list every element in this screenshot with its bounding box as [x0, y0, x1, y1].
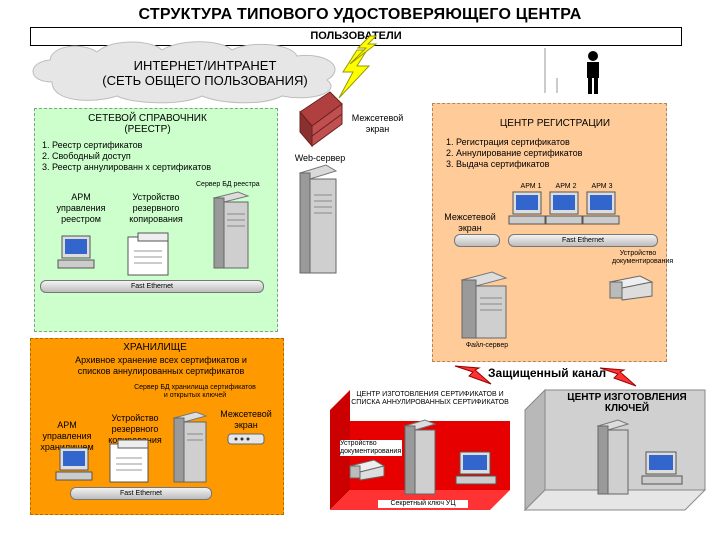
storage-db-label-line2: и открытых ключей — [163, 392, 227, 399]
cloud-label: ИНТЕРНЕТ/ИНТРАНЕТ (СЕТЬ ОБЩЕГО ПОЛЬЗОВАН… — [85, 58, 325, 88]
registration-file-server-label: Файл-сервер — [465, 342, 509, 349]
directory-item: 1. Реестр сертификатов — [42, 140, 143, 150]
top-firewall-label: Межсетевой экран — [351, 113, 404, 134]
storage-description-line2: списков аннулированных сертификатов — [77, 366, 245, 376]
computer-icon — [57, 235, 95, 269]
storage-description: Архивное хранение всех сертификатов и сп… — [56, 355, 266, 377]
lightning-icon — [599, 367, 637, 387]
server-icon — [212, 191, 250, 269]
storage-title: ХРАНИЛИЩЕ — [123, 342, 187, 353]
users-bar: ПОЛЬЗОВАТЕЛИ — [30, 27, 682, 46]
secure-channel-label: Защищенный канал — [488, 366, 607, 380]
server-icon — [403, 419, 437, 495]
computer-icon — [455, 451, 497, 485]
computer-icon — [545, 191, 583, 225]
registration-item: 2. Аннулирование сертификатов — [446, 148, 583, 158]
computer-icon — [55, 447, 93, 481]
directory-title-line1: СЕТЕВОЙ СПРАВОЧНИК — [88, 113, 207, 124]
registration-arm3-label: АРМ 3 — [591, 183, 613, 190]
directory-title: СЕТЕВОЙ СПРАВОЧНИК (РЕЕСТР) — [60, 113, 235, 135]
registration-title: ЦЕНТР РЕГИСТРАЦИИ — [499, 118, 611, 129]
computer-icon — [582, 191, 620, 225]
server-icon — [460, 271, 508, 339]
server-icon — [298, 164, 338, 274]
cloud-icon — [32, 41, 336, 104]
directory-arm-label: АРМ управления реестром — [56, 192, 106, 224]
registration-ethernet-bar: Fast Ethernet — [508, 234, 658, 247]
lightning-icon — [349, 35, 378, 65]
storage-db-label: Сервер БД хранилища сертификатов и откры… — [110, 384, 280, 400]
cert-center-printer-label: Устройство документирования — [340, 440, 402, 456]
keys-center-title: ЦЕНТР ИЗГОТОВЛЕНИЯ КЛЮЧЕЙ — [567, 392, 687, 414]
server-icon — [172, 411, 208, 483]
registration-arm2-label: АРМ 2 — [555, 183, 577, 190]
cloud-label-line2: (СЕТЬ ОБЩЕГО ПОЛЬЗОВАНИЯ) — [102, 73, 308, 88]
hub-icon — [454, 234, 500, 247]
registration-firewall-label: Межсетевой экран — [444, 212, 496, 233]
cert-center-title: ЦЕНТР ИЗГОТОВЛЕНИЯ СЕРТИФИКАТОВ И СПИСКА… — [350, 390, 510, 421]
lightning-icon — [454, 365, 492, 385]
directory-item: 3. Реестр аннулированн х сертификатов — [42, 162, 212, 172]
storage-db-label-line1: Сервер БД хранилища сертификатов — [134, 384, 256, 391]
directory-backup-label: Устройство резервного копирования — [129, 192, 183, 224]
printer-icon — [348, 459, 386, 481]
secret-key-label: Секретный ключ УЦ — [378, 500, 468, 508]
cloud-label-line1: ИНТЕРНЕТ/ИНТРАНЕТ — [133, 58, 277, 73]
hub-icon — [227, 433, 265, 445]
web-server-label: Web-сервер — [294, 153, 346, 163]
users-icon — [544, 48, 599, 94]
storage-panel — [30, 338, 284, 515]
person-icon — [588, 51, 598, 61]
diagram-title: СТРУКТУРА ТИПОВОГО УДОСТОВЕРЯЮЩЕГО ЦЕНТР… — [138, 6, 582, 23]
computer-icon — [508, 191, 546, 225]
registration-item: 1. Регистрация сертификатов — [446, 137, 570, 147]
registration-item: 3. Выдача сертификатов — [446, 159, 550, 169]
directory-list: 1. Реестр сертификатов 2. Свободный дост… — [42, 140, 272, 173]
directory-db-server-label: Сервер БД реестра — [196, 181, 260, 188]
firewall-icon — [299, 91, 343, 148]
storage-firewall-label: Межсетевой экран — [220, 409, 272, 430]
registration-printer-label: Устройство документирования — [612, 250, 674, 265]
storage-arm-label: АРМ управления хранилищем — [40, 420, 94, 452]
storage-ethernet-bar: Fast Ethernet — [70, 487, 212, 500]
directory-ethernet-bar: Fast Ethernet — [40, 280, 264, 293]
storage-description-line1: Архивное хранение всех сертификатов и — [75, 355, 247, 365]
registration-arm1-label: АРМ 1 — [520, 183, 542, 190]
directory-item: 2. Свободный доступ — [42, 151, 131, 161]
directory-title-line2: (РЕЕСТР) — [124, 124, 171, 135]
registration-list: 1. Регистрация сертификатов 2. Аннулиров… — [446, 137, 656, 170]
computer-icon — [641, 451, 683, 485]
backup-device-icon — [127, 232, 169, 276]
server-icon — [596, 419, 630, 495]
backup-device-icon — [109, 439, 149, 483]
printer-icon — [608, 275, 654, 301]
